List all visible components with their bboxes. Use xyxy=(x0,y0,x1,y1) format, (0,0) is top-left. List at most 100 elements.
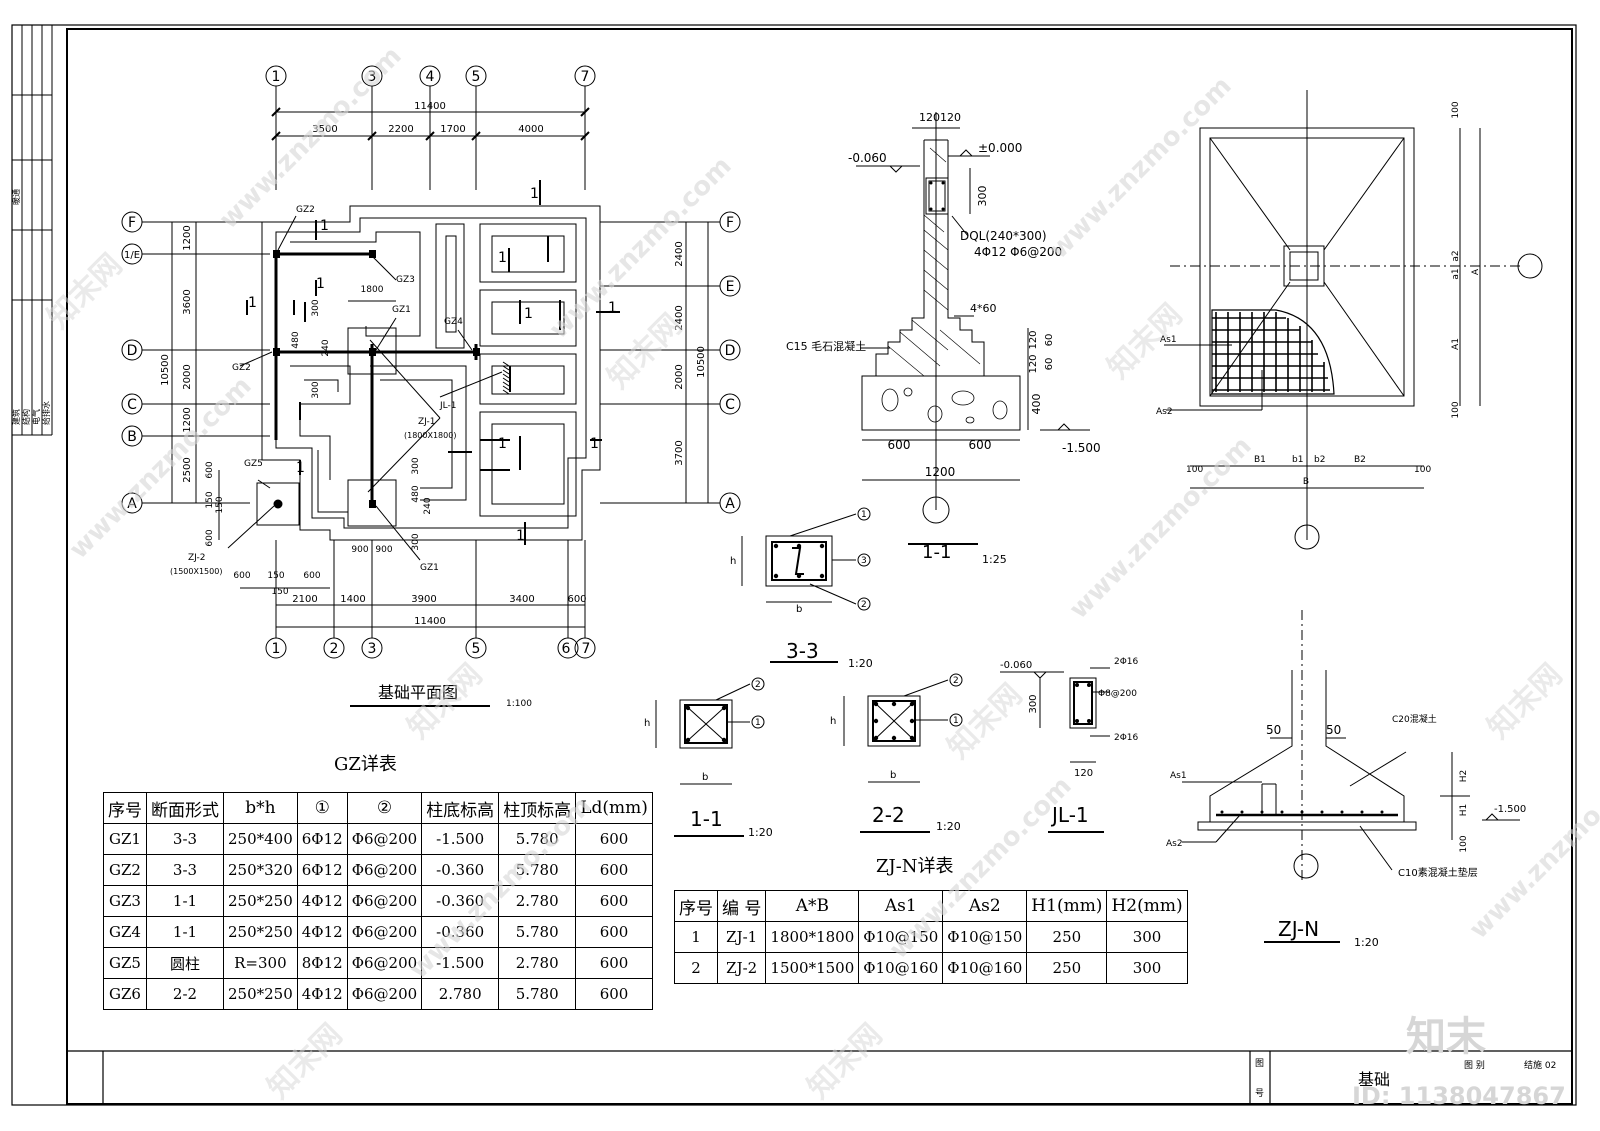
table-cell: Φ10@160 xyxy=(942,952,1028,984)
s22-b: b xyxy=(890,770,896,781)
dim-top-1: 3500 xyxy=(312,124,337,135)
zjn-c10: C10素混凝土垫层 xyxy=(1398,866,1478,879)
zjn-bdim-3: b1 xyxy=(1292,455,1303,465)
zjn-d100: 100 xyxy=(1459,835,1469,852)
axis-top-7: 7 xyxy=(581,69,590,85)
dim-bot-small-1: 600 xyxy=(233,571,250,581)
table-cell: 5.780 xyxy=(498,916,577,948)
section-1-1-small xyxy=(655,677,765,837)
plan-top-axes xyxy=(265,65,596,190)
s11s-h: h xyxy=(644,718,650,729)
zjn-bdim-5: B2 xyxy=(1354,455,1366,465)
cut-label: 1 xyxy=(590,436,599,452)
label-zj1-size: (1800X1800) xyxy=(404,431,456,440)
table-header: As1 xyxy=(858,890,944,922)
gz-table-title: GZ详表 xyxy=(334,754,397,775)
dim-bot-small-4: 150 xyxy=(271,587,288,597)
zjn-plan xyxy=(1164,90,1543,550)
dim-inner-900b: 900 xyxy=(375,545,392,555)
table-cell: Φ6@200 xyxy=(346,947,423,979)
table-cell: GZ4 xyxy=(103,916,147,948)
table-cell: 5.780 xyxy=(498,854,577,886)
cut-label: 1 xyxy=(316,276,325,292)
sec11-dql: DQL(240*300) xyxy=(960,229,1047,243)
label-gz1-bot: GZ1 xyxy=(420,563,439,573)
side-strip xyxy=(12,25,53,436)
label-zj2-size: (1500X1500) xyxy=(170,567,222,576)
table-cell: ZJ-2 xyxy=(716,952,767,984)
plan-left-axes xyxy=(121,211,270,514)
plan-footing-outlines xyxy=(261,205,601,541)
label-gz1-top: GZ1 xyxy=(392,305,411,315)
zjn-d50b: 50 xyxy=(1326,723,1341,737)
s22-h: h xyxy=(830,716,836,727)
axis-left-1E: 1/E xyxy=(124,250,140,261)
plan-scale: 1:100 xyxy=(506,699,532,709)
zjn-bdim-4: b2 xyxy=(1314,455,1325,465)
table-cell: 6Φ12 xyxy=(296,854,348,886)
plan-title: 基础平面图 xyxy=(378,683,458,702)
dim-right-2: 2400 xyxy=(674,305,685,330)
side-strip-labels: 暖通 建筑 结构 电气 给排水 xyxy=(11,189,51,425)
section-3-3 xyxy=(741,507,871,663)
zjn-level: -1.500 xyxy=(1494,804,1526,815)
detail-marker xyxy=(922,496,950,524)
zjn-rdim-2: a1 xyxy=(1451,268,1461,279)
axis-right-A: A xyxy=(725,496,735,512)
dim-inner-300c: 300 xyxy=(411,457,421,474)
axis-left-D: D xyxy=(127,343,138,359)
dim-bot-1: 2100 xyxy=(292,594,317,605)
cut-label: 1 xyxy=(296,460,305,476)
label-zj2: ZJ-2 xyxy=(188,553,205,563)
sec11-bdim-2: 600 xyxy=(969,438,992,452)
table-cell: 3-3 xyxy=(146,854,224,886)
zjn-bdim-6: 100 xyxy=(1414,465,1431,475)
zjn-plan-marker-right xyxy=(1517,253,1543,279)
table-cell: 1-1 xyxy=(146,916,224,948)
section-3-3-text: 1 3 2 h b 3-3 1:20 xyxy=(730,510,873,670)
cut-label: 1 xyxy=(608,300,617,316)
cut-label: 1 xyxy=(498,436,507,452)
zjn-section-marker xyxy=(1293,853,1319,879)
axis-bot-7: 7 xyxy=(582,641,591,657)
table-cell: 8Φ12 xyxy=(296,947,348,979)
table-cell: 1-1 xyxy=(146,885,224,917)
section-1-1-large-text: 120120 ±0.000 -0.060 300 DQL(240*300) 4Φ… xyxy=(786,111,1101,566)
zjn-scale: 1:20 xyxy=(1354,936,1379,949)
table-cell: GZ2 xyxy=(103,854,147,886)
axis-left-F: F xyxy=(128,215,136,231)
label-gz2-left: GZ2 xyxy=(232,363,251,373)
table-cell: GZ5 xyxy=(103,947,147,979)
plan-bottom-axes xyxy=(265,540,596,659)
table-header: 柱顶标高 xyxy=(498,792,577,824)
table-cell: -0.360 xyxy=(421,916,500,948)
zj2-pad xyxy=(256,482,300,526)
table-cell: 3-3 xyxy=(146,823,224,855)
zjn-title: ZJ-N xyxy=(1278,917,1319,941)
rebar-mesh xyxy=(1212,312,1330,392)
sec11-bdim-1: 600 xyxy=(888,438,911,452)
tb-num: 结施 02 xyxy=(1524,1059,1556,1071)
table-cell: 4Φ12 xyxy=(296,978,348,1010)
table-cell: 300 xyxy=(1106,952,1188,984)
axis-left-C: C xyxy=(127,397,137,413)
zjn-bdim-2: B1 xyxy=(1254,455,1266,465)
zjn-as2: As2 xyxy=(1156,407,1173,417)
table-header: As2 xyxy=(942,890,1028,922)
s33-b: b xyxy=(796,604,802,615)
plan-right-axes xyxy=(600,211,741,514)
cut-label: 1 xyxy=(524,306,533,322)
table-cell: -0.360 xyxy=(421,885,500,917)
jl1-hatch xyxy=(502,361,510,395)
s22-scale: 1:20 xyxy=(936,820,961,833)
dim-inner-240b: 240 xyxy=(423,497,433,514)
zjn-d50a: 50 xyxy=(1266,723,1281,737)
dim-left-5: 2500 xyxy=(182,457,193,482)
dim-left-small-4: 600 xyxy=(205,529,215,546)
